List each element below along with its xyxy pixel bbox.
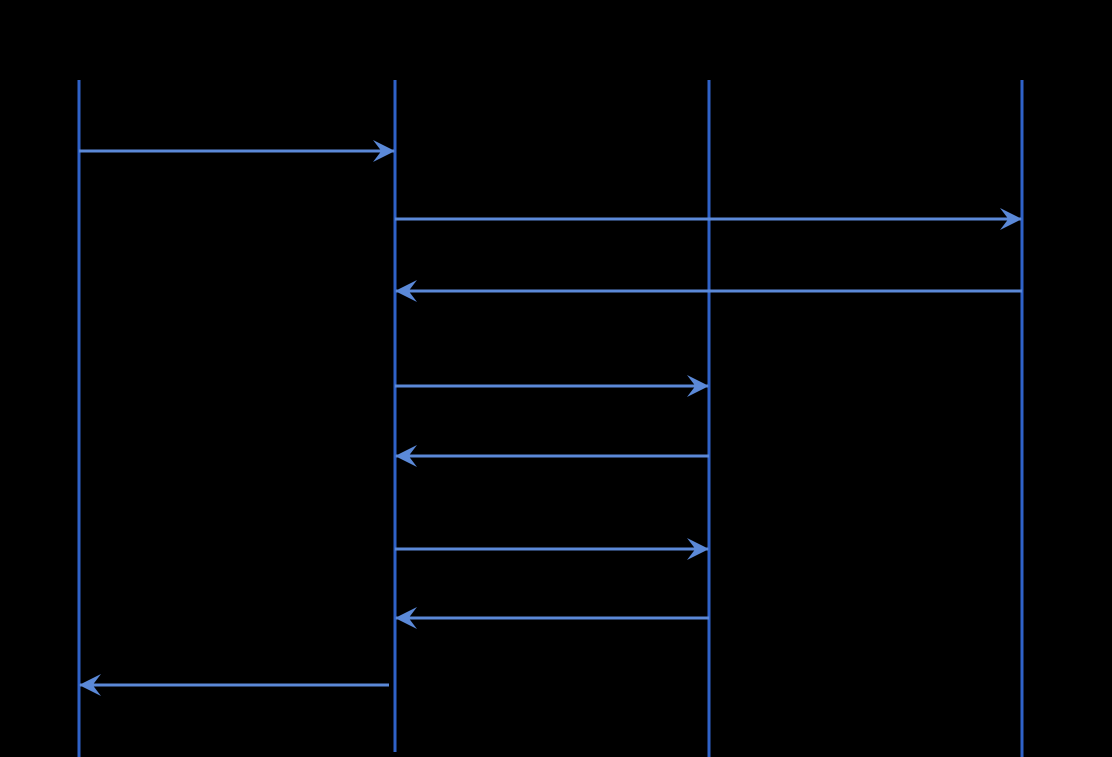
message-arrow — [79, 674, 389, 696]
arrowhead-icon — [373, 140, 395, 162]
message-arrow — [395, 607, 709, 629]
arrowhead-icon — [1000, 208, 1022, 230]
arrowhead-icon — [395, 445, 417, 467]
lifelines-group — [77, 80, 1024, 757]
message-arrow — [395, 375, 709, 397]
message-arrow — [395, 538, 709, 560]
messages-group — [79, 140, 1022, 696]
arrowhead-icon — [687, 375, 709, 397]
arrowhead-icon — [79, 674, 101, 696]
message-arrow — [395, 280, 1022, 302]
arrowhead-icon — [395, 280, 417, 302]
message-arrow — [79, 140, 395, 162]
arrowhead-icon — [687, 538, 709, 560]
message-arrow — [395, 445, 709, 467]
arrowhead-icon — [395, 607, 417, 629]
message-arrow — [395, 208, 1022, 230]
